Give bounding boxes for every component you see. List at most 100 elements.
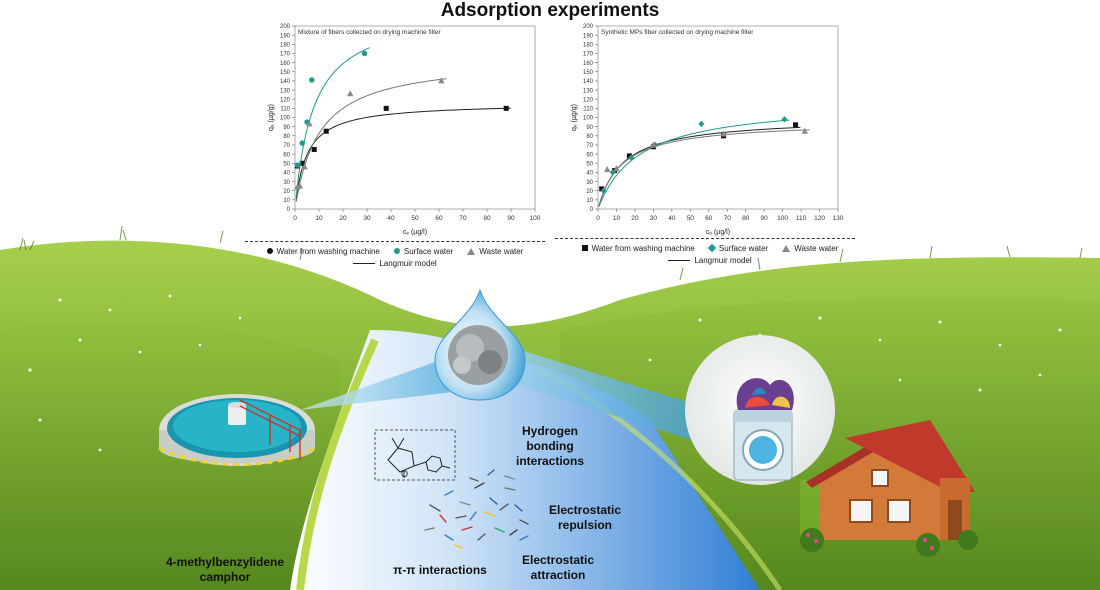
data-point-square — [793, 122, 799, 128]
x-tick-label: 0 — [293, 215, 297, 222]
y-tick-label: 180 — [280, 43, 291, 49]
x-tick-label: 0 — [596, 215, 600, 222]
y-tick-label: 150 — [280, 70, 291, 76]
data-point-triangle — [604, 166, 611, 173]
plot-area — [597, 25, 839, 210]
legend-right: Water from washing machine Surface water… — [565, 242, 855, 266]
x-axis-label: cₑ (µg/l) — [403, 229, 427, 236]
data-point-circle — [294, 162, 301, 168]
y-tick-label: 190 — [583, 33, 594, 39]
x-tick-label: 80 — [483, 215, 491, 222]
microfiber-sample-icon — [434, 288, 526, 401]
data-point-diamond — [698, 120, 705, 128]
molecule-structure-icon — [374, 429, 456, 481]
y-tick-label: 130 — [280, 88, 291, 94]
house-icon — [800, 420, 978, 557]
y-tick-label: 70 — [586, 143, 593, 149]
y-tick-label: 80 — [586, 134, 593, 140]
legend-divider-left — [245, 241, 545, 242]
y-tick-label: 20 — [586, 189, 593, 195]
wastewater-treatment-tank-icon — [158, 394, 316, 466]
legend-item-washing: Water from washing machine — [266, 247, 380, 256]
data-point-triangle — [306, 120, 313, 127]
legend-item-waste: Waste water — [782, 244, 838, 253]
x-tick-label: 90 — [507, 215, 515, 222]
y-tick-label: 70 — [283, 143, 290, 149]
y-tick-label: 0 — [590, 207, 594, 213]
y-tick-label: 90 — [586, 125, 593, 131]
y-tick-label: 110 — [583, 107, 593, 113]
y-tick-label: 170 — [583, 52, 594, 58]
x-tick-label: 10 — [613, 215, 621, 222]
y-tick-label: 50 — [586, 161, 593, 167]
langmuir-fit-line — [598, 126, 801, 206]
y-tick-label: 80 — [283, 134, 290, 140]
y-tick-label: 120 — [280, 97, 291, 103]
data-point-triangle — [720, 130, 727, 137]
y-tick-label: 200 — [280, 24, 291, 30]
data-point-triangle — [613, 165, 620, 172]
chart-title: Mixture of fibers collected on drying ma… — [298, 29, 442, 36]
x-tick-label: 90 — [761, 215, 769, 222]
data-point-circle — [299, 140, 305, 146]
legend-item-langmuir: Langmuir model — [353, 259, 437, 268]
data-point-square — [626, 153, 632, 159]
y-tick-label: 140 — [280, 79, 291, 85]
data-point-square — [599, 186, 605, 192]
y-tick-label: 90 — [283, 125, 290, 131]
chart-mixture-fibers: 0102030405060708090100110120130140150160… — [268, 24, 541, 236]
langmuir-fit-line — [295, 78, 447, 202]
data-point-diamond — [781, 116, 788, 123]
y-tick-label: 0 — [287, 207, 291, 213]
data-point-triangle — [801, 127, 808, 134]
y-tick-label: 180 — [583, 43, 594, 49]
data-point-triangle — [650, 141, 657, 148]
y-tick-label: 160 — [583, 61, 594, 67]
x-tick-label: 20 — [631, 215, 639, 222]
x-tick-label: 20 — [339, 215, 347, 222]
line-marker-icon — [668, 259, 691, 261]
y-tick-label: 30 — [283, 180, 290, 186]
circle-marker-icon — [266, 248, 273, 254]
legend-left: Water from washing machine Surface water… — [245, 245, 545, 269]
data-point-triangle — [438, 77, 445, 84]
y-axis-label: qₑ (µg/g) — [571, 104, 578, 131]
y-tick-label: 30 — [586, 180, 593, 186]
y-tick-label: 200 — [583, 24, 594, 30]
triangle-marker-icon — [467, 247, 476, 255]
x-tick-label: 120 — [814, 215, 825, 222]
plot-area — [294, 25, 536, 210]
data-point-square — [311, 147, 317, 153]
x-tick-label: 10 — [315, 215, 323, 222]
label-pi-pi-interactions: π-π interactions — [393, 563, 487, 577]
legend-item-waste: Waste water — [467, 247, 523, 256]
diamond-marker-icon — [707, 243, 717, 253]
legend-item-washing: Water from washing machine — [581, 244, 695, 253]
y-tick-label: 120 — [583, 97, 594, 103]
x-tick-label: 60 — [705, 215, 713, 222]
y-tick-label: 60 — [586, 152, 593, 158]
square-marker-icon — [581, 245, 588, 251]
chart-synthetic-mps: 0102030405060708090100110120130140150160… — [571, 24, 844, 236]
y-tick-label: 110 — [280, 107, 290, 113]
langmuir-fit-line — [598, 129, 810, 206]
washing-machine-icon — [685, 335, 835, 485]
x-tick-label: 110 — [796, 215, 807, 222]
x-tick-label: 100 — [530, 215, 541, 222]
data-point-triangle — [347, 90, 354, 97]
line-marker-icon — [353, 262, 376, 264]
circle-marker-icon — [393, 248, 400, 254]
y-tick-label: 50 — [283, 161, 290, 167]
x-tick-label: 50 — [687, 215, 695, 222]
page-title: Adsorption experiments — [440, 0, 660, 21]
x-tick-label: 70 — [459, 215, 467, 222]
y-tick-label: 160 — [280, 61, 291, 67]
data-point-square — [323, 128, 329, 134]
y-tick-label: 40 — [283, 171, 290, 177]
data-point-square — [299, 160, 305, 166]
x-axis-label: cₑ (µg/l) — [706, 229, 730, 236]
x-tick-label: 30 — [650, 215, 658, 222]
